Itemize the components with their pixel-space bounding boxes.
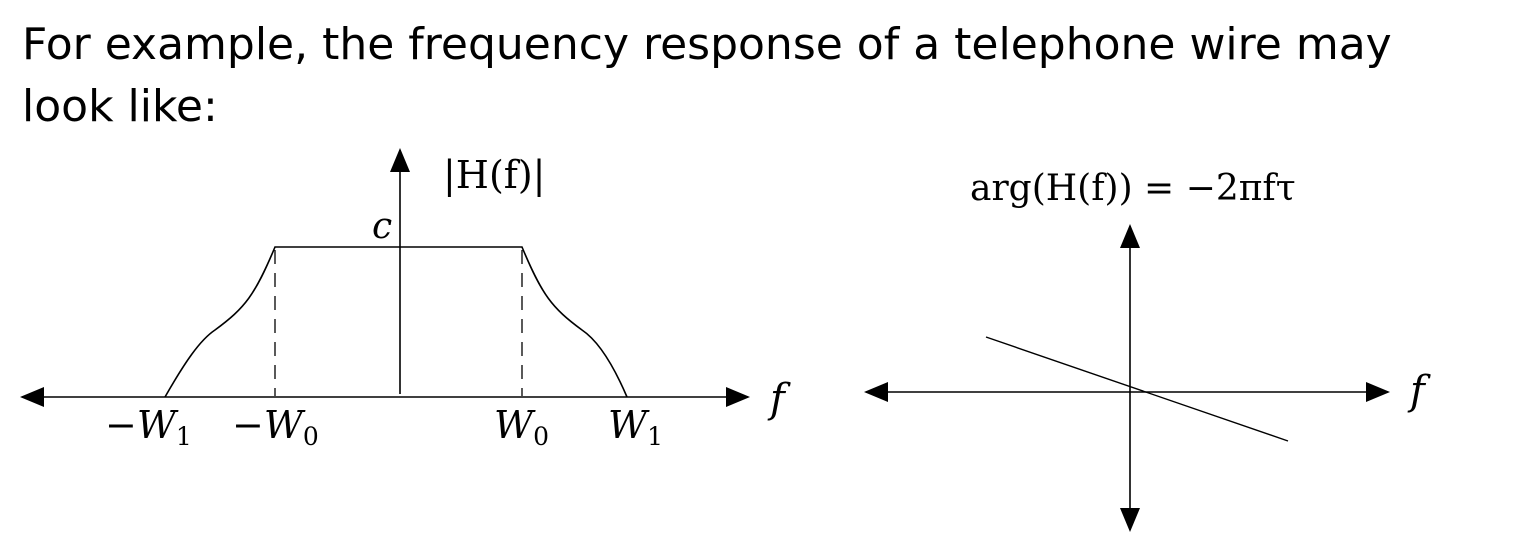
magnitude-title: |H(f)| xyxy=(443,153,545,197)
tick-label-neg-w1: −W1 xyxy=(105,403,192,451)
phase-plot: arg(H(f)) = −2πfτ f xyxy=(864,168,1431,532)
magnitude-plot: |H(f)| c f −W1 −W0 W0 W1 xyxy=(20,148,791,451)
tick-label-neg-w0-base: −W xyxy=(232,403,306,447)
phase-f-axis-label: f xyxy=(1407,368,1431,414)
phase-title: arg(H(f)) = −2πfτ xyxy=(970,168,1296,209)
passband-level-label: c xyxy=(372,206,392,247)
tick-label-w0-base: W xyxy=(494,403,536,447)
tick-label-neg-w1-base: −W xyxy=(105,403,179,447)
tick-label-w1-subscript: 1 xyxy=(647,422,663,451)
tick-label-neg-w0: −W0 xyxy=(232,403,319,451)
tick-label-w0: W0 xyxy=(494,403,549,451)
tick-label-w0-subscript: 0 xyxy=(533,422,549,451)
tick-label-w1: W1 xyxy=(608,403,663,451)
tick-label-w1-base: W xyxy=(608,403,650,447)
tick-label-neg-w0-subscript: 0 xyxy=(303,422,319,451)
magnitude-f-axis-label: f xyxy=(767,376,791,422)
phase-line xyxy=(985,336,1289,442)
tick-label-neg-w1-subscript: 1 xyxy=(176,422,192,451)
magnitude-curve xyxy=(164,246,628,398)
intro-text: For example, the frequency response of a… xyxy=(22,19,1392,132)
